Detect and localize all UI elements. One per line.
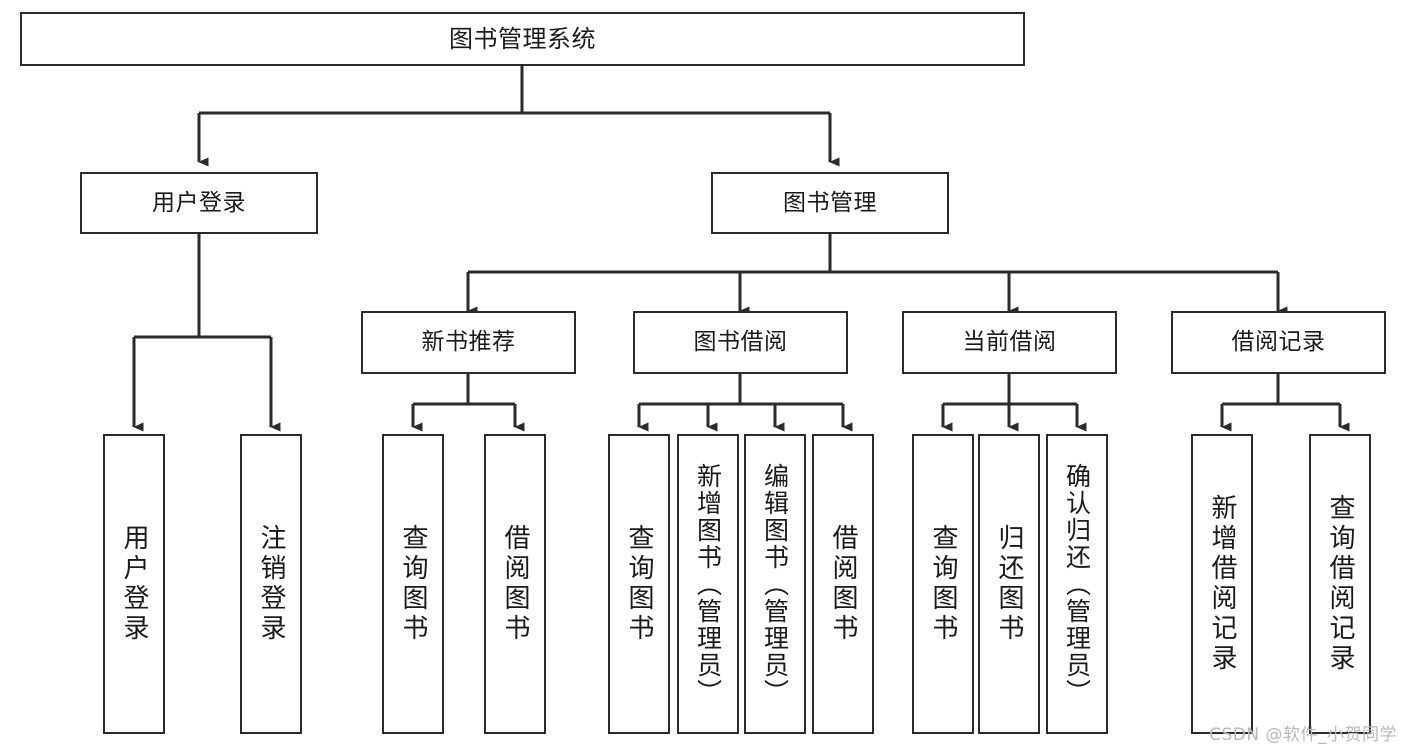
node-root-label: 图书管理系统 (449, 25, 596, 53)
leaf-query-book-3[interactable]: 查询图书 (912, 434, 974, 734)
leaf-query-book-3-label: 查询图书 (928, 524, 959, 644)
leaf-confirm-return-label: 确认归还（管理员） (1062, 462, 1092, 706)
leaf-borrow-book-1-label: 借阅图书 (500, 524, 531, 644)
leaf-return-book-label: 归还图书 (994, 524, 1025, 644)
node-user-login[interactable]: 用户登录 (80, 172, 318, 234)
leaf-add-record[interactable]: 新增借阅记录 (1191, 434, 1253, 734)
node-book-borrow-label: 图书借阅 (693, 329, 788, 356)
leaf-edit-book[interactable]: 编辑图书（管理员） (744, 434, 806, 734)
leaf-borrow-book-1[interactable]: 借阅图书 (484, 434, 546, 734)
leaf-query-book-2-label: 查询图书 (624, 524, 655, 644)
leaf-query-record[interactable]: 查询借阅记录 (1309, 434, 1371, 734)
leaf-user-login-label: 用户登录 (119, 524, 150, 644)
node-current-borrow[interactable]: 当前借阅 (902, 311, 1117, 374)
leaf-add-book-label: 新增图书（管理员） (693, 462, 723, 706)
leaf-query-book-2[interactable]: 查询图书 (608, 434, 670, 734)
node-new-book-recommend[interactable]: 新书推荐 (361, 311, 576, 374)
watermark-text: CSDN @软件_小贺同学 (1209, 725, 1397, 745)
leaf-query-book-1[interactable]: 查询图书 (382, 434, 444, 734)
leaf-add-record-label: 新增借阅记录 (1207, 494, 1238, 674)
node-borrow-record[interactable]: 借阅记录 (1171, 311, 1386, 374)
leaf-confirm-return[interactable]: 确认归还（管理员） (1046, 434, 1108, 734)
leaf-borrow-book-2[interactable]: 借阅图书 (812, 434, 874, 734)
leaf-query-book-1-label: 查询图书 (398, 524, 429, 644)
node-book-manage[interactable]: 图书管理 (711, 172, 949, 234)
node-root[interactable]: 图书管理系统 (20, 12, 1025, 66)
leaf-edit-book-label: 编辑图书（管理员） (760, 462, 790, 706)
node-book-manage-label: 图书管理 (783, 189, 877, 216)
node-current-borrow-label: 当前借阅 (962, 329, 1057, 356)
leaf-borrow-book-2-label: 借阅图书 (828, 524, 859, 644)
leaf-user-login[interactable]: 用户登录 (103, 434, 165, 734)
node-new-book-recommend-label: 新书推荐 (421, 329, 516, 356)
leaf-return-book[interactable]: 归还图书 (978, 434, 1040, 734)
node-borrow-record-label: 借阅记录 (1231, 329, 1326, 356)
leaf-add-book[interactable]: 新增图书（管理员） (677, 434, 739, 734)
leaf-query-record-label: 查询借阅记录 (1325, 494, 1356, 674)
leaf-logout-login[interactable]: 注销登录 (240, 434, 302, 734)
leaf-logout-login-label: 注销登录 (256, 524, 287, 644)
node-book-borrow[interactable]: 图书借阅 (633, 311, 848, 374)
node-user-login-label: 用户登录 (152, 189, 246, 216)
